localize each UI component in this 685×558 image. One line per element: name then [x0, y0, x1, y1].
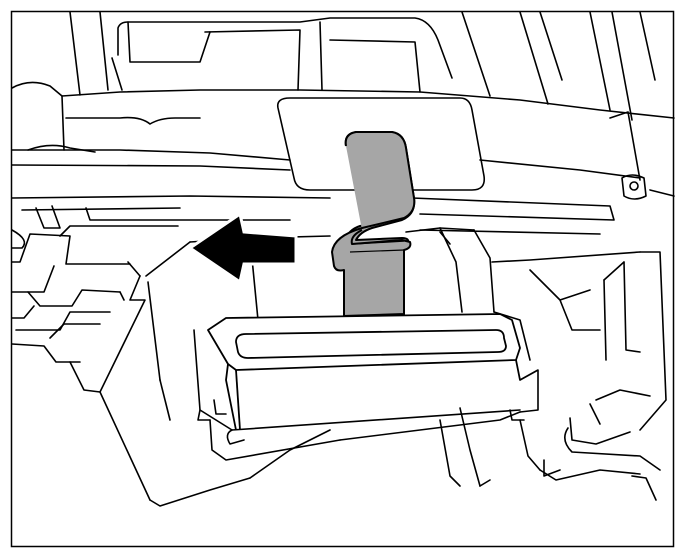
figure-frame — [10, 10, 675, 548]
direction-arrow-icon — [187, 211, 298, 285]
release-lever-icon — [331, 131, 416, 317]
background-structure — [11, 11, 675, 507]
latch-tray — [207, 313, 539, 431]
